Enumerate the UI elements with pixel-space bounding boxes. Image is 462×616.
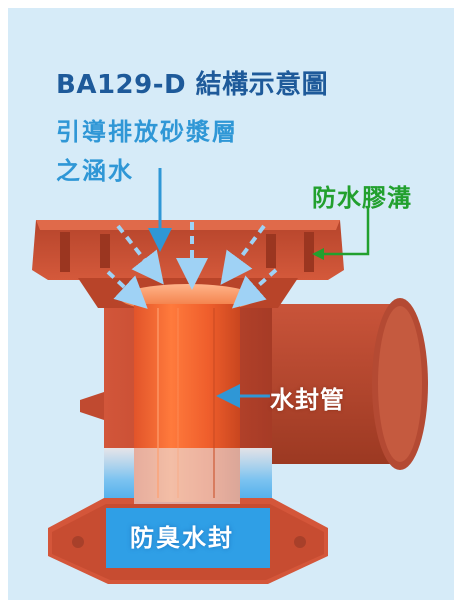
odor-seal-label: 防臭水封 xyxy=(130,524,234,552)
drain-callout-line2: 之涵水 xyxy=(56,157,134,185)
water-seal-pipe-label: 水封管 xyxy=(270,386,345,414)
groove-leader-arrowhead xyxy=(312,248,324,260)
diagram-title: BA129-D 結構示意圖 xyxy=(56,70,329,100)
base-flange xyxy=(48,498,328,584)
flow-arrows xyxy=(106,222,278,309)
side-outlet-pipe xyxy=(258,298,428,470)
structure-illustration xyxy=(32,168,428,584)
side-fin xyxy=(80,392,104,420)
diagram-panel: BA129-D 結構示意圖 引導排放砂漿層 之涵水 防水膠溝 水封管 防臭水封 xyxy=(8,8,454,600)
drain-callout-line1: 引導排放砂漿層 xyxy=(56,118,238,146)
inner-seal-pipe xyxy=(134,304,240,504)
groove-leader-line xyxy=(324,206,370,256)
groove-callout: 防水膠溝 xyxy=(312,184,412,212)
